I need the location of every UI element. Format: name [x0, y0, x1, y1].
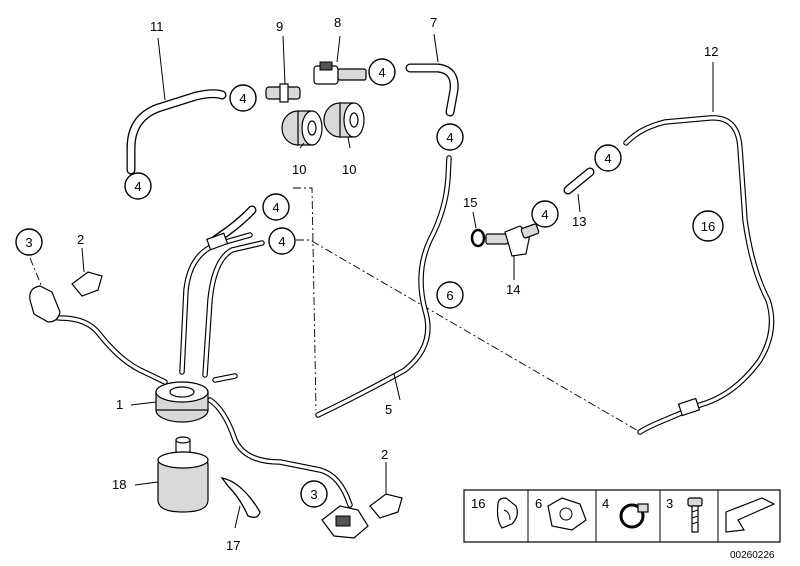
label-15: 15	[463, 195, 477, 210]
svg-text:4: 4	[602, 496, 609, 511]
svg-text:4: 4	[278, 234, 285, 249]
clip-2-lower	[369, 493, 403, 519]
hose-11	[126, 89, 227, 175]
svg-text:3: 3	[666, 496, 673, 511]
svg-text:16: 16	[471, 496, 485, 511]
alignment-line-upper	[293, 187, 317, 411]
callout-3-lower: 3	[300, 480, 328, 508]
svg-text:3: 3	[310, 487, 317, 502]
label-5: 5	[385, 402, 392, 417]
clamp-3-upper	[29, 285, 61, 323]
alignment-line-left	[29, 257, 45, 293]
callout-4-b: 4	[368, 58, 396, 86]
legend: 16 6 4 3	[463, 489, 781, 543]
pipe-harness	[39, 205, 353, 508]
svg-text:4: 4	[239, 91, 246, 106]
legend-cell-6: 6	[535, 496, 587, 531]
svg-text:4: 4	[604, 151, 611, 166]
callout-3-upper: 3	[15, 228, 43, 256]
callout-4-f: 4	[531, 200, 559, 228]
legend-cell-arrow-icon	[725, 497, 776, 533]
label-10-left: 10	[292, 162, 306, 177]
svg-text:4: 4	[446, 130, 453, 145]
grommet-10-left	[281, 110, 323, 146]
legend-cell-16: 16	[471, 496, 518, 529]
label-13: 13	[572, 214, 586, 229]
grommet-10-right	[323, 102, 365, 138]
svg-text:6: 6	[446, 288, 453, 303]
label-2-lower: 2	[381, 447, 388, 462]
hose-13	[563, 167, 595, 195]
callout-4-h: 4	[268, 227, 296, 255]
alignment-line-lower	[296, 239, 641, 433]
callout-16: 16	[692, 210, 724, 242]
svg-text:4: 4	[378, 65, 385, 80]
label-17: 17	[226, 538, 240, 553]
hose-5	[315, 155, 452, 418]
callout-4-e: 4	[594, 144, 622, 172]
svg-text:16: 16	[701, 219, 715, 234]
label-10-right: 10	[342, 162, 356, 177]
damper-18	[157, 436, 209, 513]
label-12: 12	[704, 44, 718, 59]
svg-text:4: 4	[541, 207, 548, 222]
label-8: 8	[334, 15, 341, 30]
o-ring-15	[470, 228, 486, 248]
leader-lines	[81, 33, 714, 529]
clamp-3-lower	[321, 505, 369, 539]
legend-cell-3: 3	[666, 496, 703, 533]
clip-17	[220, 477, 261, 518]
label-18: 18	[112, 477, 126, 492]
label-2-upper: 2	[77, 232, 84, 247]
callout-4-a: 4	[229, 84, 257, 112]
hose-7	[405, 63, 459, 117]
connector-14	[485, 223, 540, 257]
svg-text:4: 4	[134, 179, 141, 194]
label-11: 11	[150, 19, 164, 34]
callout-6: 6	[436, 281, 464, 309]
clip-2-upper	[71, 271, 103, 297]
legend-cell-4: 4	[602, 496, 649, 529]
connector-8	[313, 61, 367, 85]
label-14: 14	[506, 282, 520, 297]
svg-text:4: 4	[272, 200, 279, 215]
diagram-id: 00260226	[730, 550, 775, 561]
label-9: 9	[276, 19, 283, 34]
label-1: 1	[116, 397, 123, 412]
callout-4-g: 4	[262, 193, 290, 221]
svg-text:3: 3	[25, 235, 32, 250]
hose-12	[623, 115, 775, 435]
callout-4-d: 4	[436, 123, 464, 151]
callout-4-c: 4	[124, 172, 152, 200]
connector-9	[265, 83, 301, 103]
label-7: 7	[430, 15, 437, 30]
svg-text:6: 6	[535, 496, 542, 511]
valve-1	[155, 381, 209, 423]
